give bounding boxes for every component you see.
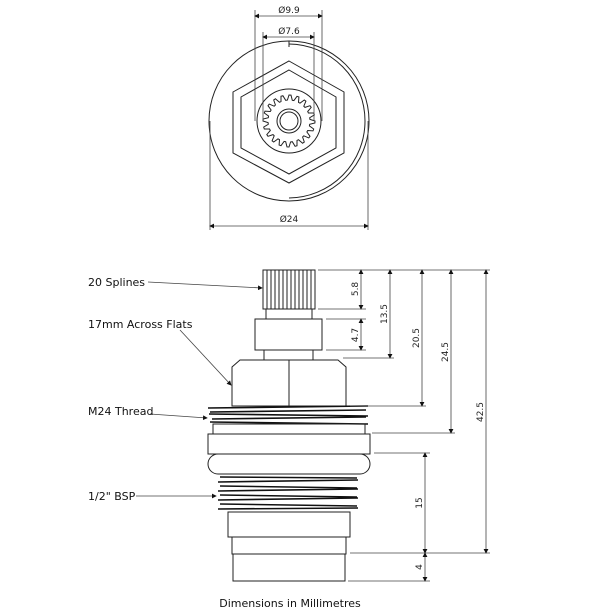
dim-24-5: 24.5 xyxy=(441,342,451,362)
top-view: Ø9.9 Ø7.6 Ø24 xyxy=(208,5,370,230)
dim-body-diameter: Ø24 xyxy=(280,214,299,225)
footer-note: Dimensions in Millimetres xyxy=(219,597,361,610)
label-across-flats: 17mm Across Flats xyxy=(88,318,193,331)
dim-nut-height: 4.7 xyxy=(351,328,361,342)
dim-15: 15 xyxy=(415,497,425,508)
dim-4: 4 xyxy=(415,564,425,570)
label-bsp: 1/2" BSP xyxy=(88,490,136,503)
dim-20-5: 20.5 xyxy=(412,328,422,348)
dim-spline-height: 5.8 xyxy=(351,282,361,297)
m24-thread xyxy=(207,405,369,425)
dim-42-5: 42.5 xyxy=(476,402,486,422)
bsp-thread xyxy=(217,476,359,510)
side-view: 5.8 4.7 13.5 20.5 24.5 42.5 15 4 20 Spli… xyxy=(88,269,490,582)
dim-13-5: 13.5 xyxy=(380,304,390,324)
dim-spline-inner: Ø7.6 xyxy=(278,26,300,37)
dim-spline-outer: Ø9.9 xyxy=(278,5,300,16)
label-m24-thread: M24 Thread xyxy=(88,405,153,418)
label-splines: 20 Splines xyxy=(88,276,145,289)
spline-gear xyxy=(262,94,316,148)
